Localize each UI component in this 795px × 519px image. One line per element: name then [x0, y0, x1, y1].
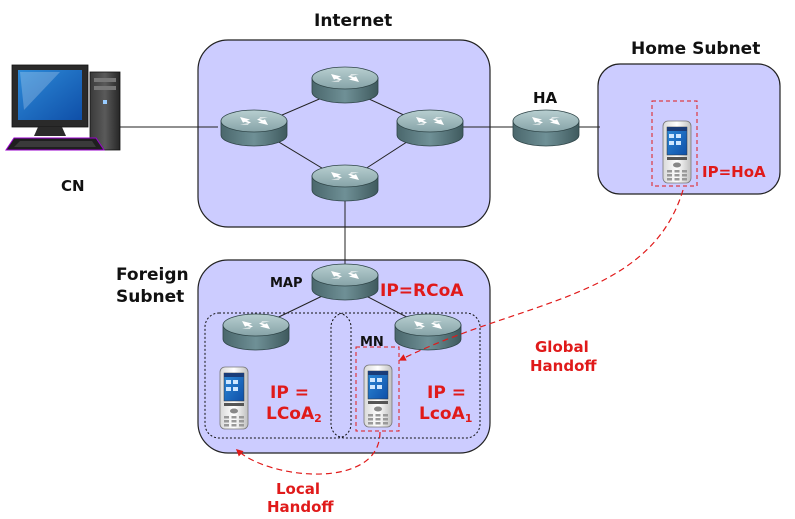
mn-label: MN	[360, 335, 384, 350]
lcoa2-access-area	[204, 312, 352, 439]
home-subnet-label: Home Subnet	[631, 39, 761, 59]
home-phone-highlight	[651, 100, 698, 187]
desktop-computer-icon	[5, 64, 121, 151]
rcoa-ip-label: IP=RCoA	[380, 281, 464, 301]
lcoa2-phone-icon	[219, 366, 249, 430]
map-label: MAP	[270, 276, 303, 291]
home-phone-icon	[662, 120, 692, 184]
foreign-subnet-label-line2: Subnet	[116, 287, 185, 307]
lcoa2-ip-main: LCoA	[266, 404, 315, 424]
global-handoff-arrow	[398, 189, 684, 361]
global-handoff-line1: Global	[535, 338, 589, 356]
home-ip-label: IP=HoA	[702, 163, 766, 181]
local-handoff-arrow	[235, 431, 381, 475]
local-handoff-line2: Handoff	[267, 498, 334, 516]
internet-router-left	[220, 109, 288, 147]
lcoa1-ip-main: LcoA	[419, 404, 465, 424]
foreign-subnet-region	[197, 259, 491, 454]
access-router-right-icon	[394, 313, 462, 351]
cn-label: CN	[61, 177, 85, 195]
internet-router-right	[396, 109, 464, 147]
internet-router-bottom	[311, 164, 379, 202]
foreign-subnet-label-line1: Foreign	[116, 265, 189, 285]
lcoa2-ip-line2: LCoA2	[266, 404, 322, 426]
internet-region	[197, 39, 491, 228]
lcoa2-ip-sub: 2	[314, 412, 322, 425]
lcoa1-ip-line1: IP =	[427, 383, 466, 403]
access-router-left-icon	[222, 313, 290, 351]
internet-router-top	[311, 66, 379, 104]
ha-label: HA	[533, 89, 558, 107]
lcoa1-ip-line2: LcoA1	[419, 404, 473, 426]
lcoa1-access-area	[330, 312, 481, 439]
internet-label: Internet	[314, 11, 393, 31]
map-router-icon	[311, 263, 379, 301]
local-handoff-line1: Local	[276, 480, 321, 498]
ha-router-icon	[512, 109, 580, 147]
mn-phone-highlight	[355, 346, 400, 432]
lcoa2-ip-line1: IP =	[270, 383, 309, 403]
lcoa1-ip-sub: 1	[464, 412, 473, 425]
mn-phone-icon	[363, 364, 393, 428]
global-handoff-line2: Handoff	[530, 357, 597, 375]
